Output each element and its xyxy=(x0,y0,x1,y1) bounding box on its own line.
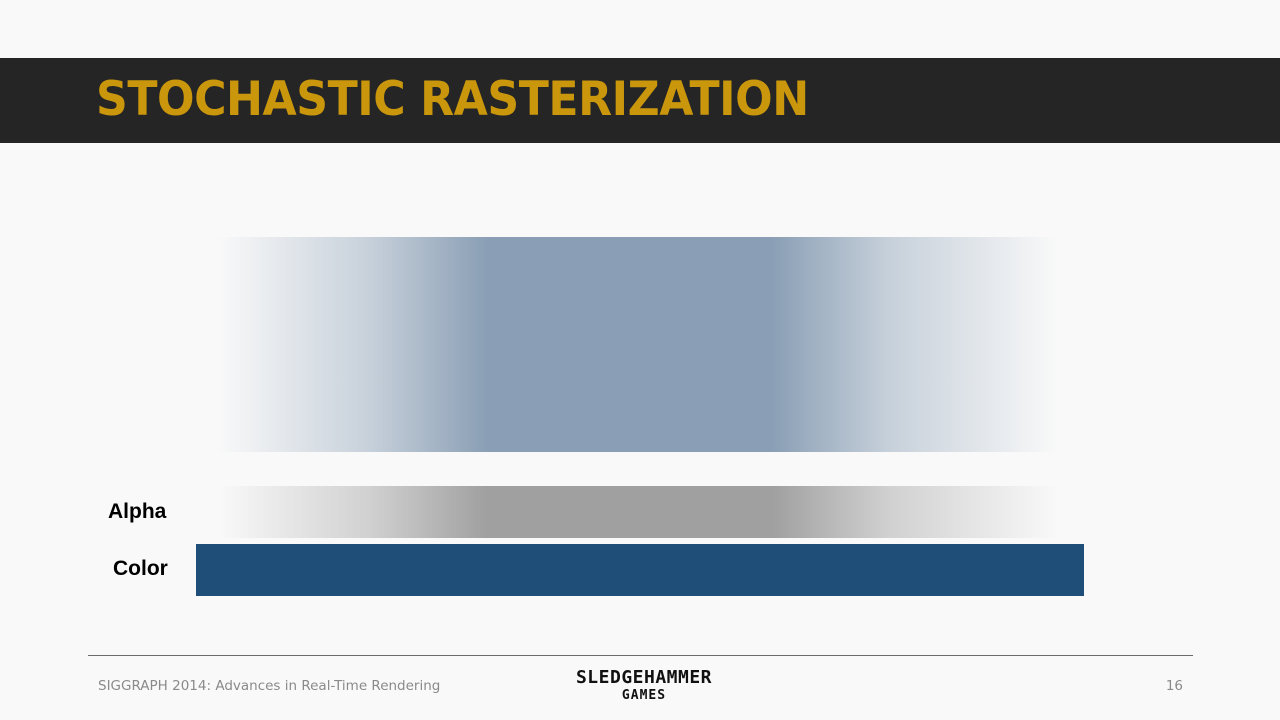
slide-title: STOCHASTIC RASTERIZATION xyxy=(96,72,809,127)
footer-conference-text: SIGGRAPH 2014: Advances in Real-Time Ren… xyxy=(98,678,441,694)
logo-line-2: GAMES xyxy=(621,688,667,703)
logo-line-1: SLEDGEHAMMER xyxy=(575,667,713,688)
page-number: 16 xyxy=(1165,678,1183,694)
sledgehammer-games-logo: SLEDGEHAMMER GAMES xyxy=(562,668,726,704)
color-bar xyxy=(196,544,1084,596)
footer-divider xyxy=(88,655,1193,656)
blended-result-gradient xyxy=(218,237,1058,452)
alpha-gradient-bar xyxy=(218,486,1058,538)
alpha-label: Alpha xyxy=(108,500,167,523)
color-label: Color xyxy=(113,557,168,580)
title-bar xyxy=(0,58,1280,143)
